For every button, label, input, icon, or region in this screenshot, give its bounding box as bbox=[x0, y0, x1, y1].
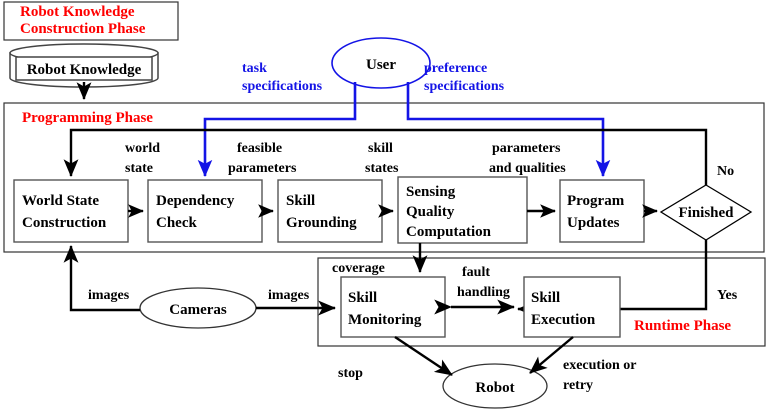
skill-grounding-label-line1: Skill bbox=[286, 193, 315, 209]
cameras-label: Cameras bbox=[169, 302, 227, 318]
node-skill-monitoring: Skill Monitoring bbox=[340, 276, 446, 338]
parameters-qualities-label-line2: and qualities bbox=[489, 161, 566, 176]
skill-monitoring-box bbox=[340, 276, 446, 338]
dependency-check-box bbox=[147, 179, 263, 243]
edge-execution-retry-to-robot bbox=[529, 336, 574, 374]
task-specifications-label-line1: task bbox=[242, 61, 267, 76]
node-program-updates: Program Updates bbox=[559, 179, 645, 243]
feasible-parameters-label-line2: parameters bbox=[228, 161, 297, 176]
knowledge-phase-frame bbox=[3, 1, 179, 41]
parameters-qualities-label-line1: parameters bbox=[492, 141, 561, 156]
images-right-label: images bbox=[268, 288, 310, 303]
images-left-label: images bbox=[88, 288, 130, 303]
sensing-quality-label-line1: Sensing bbox=[406, 184, 456, 200]
skill-states-label-line2: states bbox=[365, 161, 399, 176]
world-state-construction-box bbox=[13, 179, 129, 243]
skill-execution-box bbox=[523, 276, 621, 338]
sensing-quality-label-line2: Quality bbox=[406, 204, 455, 220]
node-skill-grounding: Skill Grounding bbox=[277, 179, 383, 243]
robot-ellipse bbox=[442, 363, 548, 409]
feasible-parameters-label-line1: feasible bbox=[237, 141, 282, 156]
dependency-check-label-line1: Dependency bbox=[156, 193, 235, 209]
program-updates-label-line2: Updates bbox=[567, 215, 620, 231]
task-specifications-label-line2: specifications bbox=[242, 79, 323, 94]
preference-specifications-label-line1: preference bbox=[424, 61, 487, 76]
execution-retry-label-line1: execution or bbox=[563, 358, 636, 373]
node-world-state-construction: World State Construction bbox=[13, 179, 129, 243]
skill-monitoring-label-line1: Skill bbox=[348, 290, 377, 306]
world-state-edge-label-line2: state bbox=[125, 161, 153, 176]
skill-execution-label-line1: Skill bbox=[531, 290, 560, 306]
edge-task-specifications bbox=[197, 82, 357, 178]
preference-specifications-label-line2: specifications bbox=[424, 79, 505, 94]
skill-monitoring-label-line2: Monitoring bbox=[348, 312, 422, 328]
user-node: User bbox=[331, 37, 431, 89]
robot-knowledge-label: Robot Knowledge bbox=[27, 62, 142, 78]
edge-stop-to-robot bbox=[394, 336, 453, 376]
skill-grounding-box bbox=[277, 179, 383, 243]
program-updates-label-line1: Program bbox=[567, 193, 625, 209]
programming-phase-frame bbox=[3, 102, 765, 253]
dependency-check-label-line2: Check bbox=[156, 215, 197, 231]
world-state-construction-label-line1: World State bbox=[22, 193, 99, 209]
skill-execution-label-line2: Execution bbox=[531, 312, 596, 328]
yes-branch-label: Yes bbox=[717, 288, 738, 303]
sensing-quality-computation-box bbox=[397, 176, 528, 244]
execution-retry-label-line2: retry bbox=[563, 378, 593, 393]
node-robot: Robot bbox=[442, 363, 548, 409]
world-state-edge-label-line1: world bbox=[125, 141, 160, 156]
phase-label-runtime: Runtime Phase bbox=[634, 318, 731, 334]
node-skill-execution: Skill Execution bbox=[523, 276, 621, 338]
phase-label-programming: Programming Phase bbox=[22, 110, 153, 126]
coverage-label: coverage bbox=[332, 261, 385, 276]
node-dependency-check: Dependency Check bbox=[147, 179, 263, 243]
fault-handling-label-line2: handling bbox=[457, 285, 510, 300]
robot-label: Robot bbox=[475, 380, 514, 396]
stop-label: stop bbox=[338, 366, 363, 381]
node-sensing-quality-computation: Sensing Quality Computation bbox=[397, 176, 528, 244]
knowledge-phase-group: Robot Knowledge Construction Phase bbox=[3, 1, 179, 41]
robot-knowledge-inner-box bbox=[15, 56, 153, 81]
skill-states-label-line1: skill bbox=[368, 141, 393, 156]
world-state-construction-label-line2: Construction bbox=[22, 215, 107, 231]
edge-preference-specifications bbox=[406, 82, 611, 178]
sensing-quality-label-line3: Computation bbox=[406, 224, 492, 240]
robot-knowledge-node: Robot Knowledge bbox=[9, 43, 159, 88]
runtime-phase-frame bbox=[317, 257, 766, 347]
fault-handling-label-line1: fault bbox=[462, 265, 490, 280]
phase-label-knowledge-line2: Construction Phase bbox=[20, 21, 146, 37]
user-ellipse bbox=[331, 37, 431, 89]
finished-label: Finished bbox=[678, 205, 734, 221]
edge-images-to-worldstate bbox=[63, 245, 140, 312]
skill-grounding-label-line2: Grounding bbox=[286, 215, 357, 231]
no-branch-label: No bbox=[717, 164, 734, 179]
program-updates-box bbox=[559, 179, 645, 243]
edge-no-loop-to-worldstate bbox=[63, 128, 708, 185]
user-label: User bbox=[366, 57, 396, 73]
node-finished-decision: Finished bbox=[659, 184, 753, 241]
node-cameras: Cameras bbox=[139, 287, 257, 329]
phase-label-knowledge-line1: Robot Knowledge bbox=[20, 4, 135, 20]
